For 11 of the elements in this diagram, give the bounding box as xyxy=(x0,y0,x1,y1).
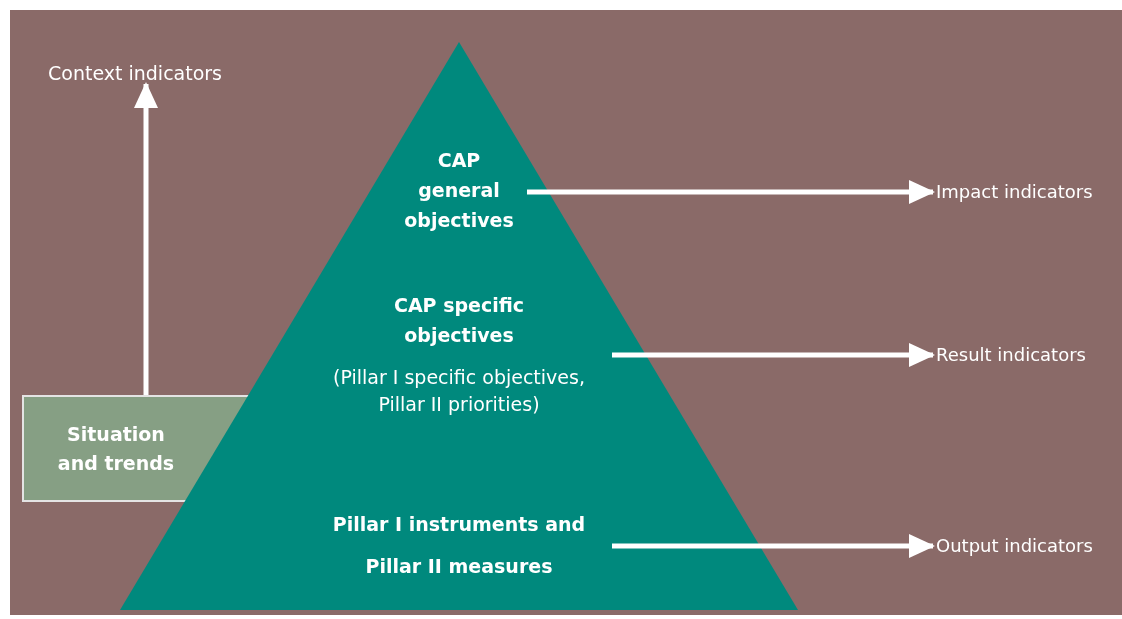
indicator-label: Context indicators xyxy=(48,62,222,84)
indicator-label: Output indicators xyxy=(936,534,1093,558)
arrow xyxy=(134,82,158,395)
level-note: (Pillar I specific objectives, Pillar II priorities) xyxy=(332,365,586,417)
level-heading: Pillar I instruments and Pillar II measures xyxy=(331,512,587,579)
arrow xyxy=(612,534,935,558)
indicator-label: Result indicators xyxy=(936,343,1086,367)
level-heading: CAP specific objectives xyxy=(392,293,526,348)
arrow xyxy=(612,343,935,367)
indicator-label: Impact indicators xyxy=(936,180,1093,204)
level-heading: CAP general objectives xyxy=(403,148,515,233)
